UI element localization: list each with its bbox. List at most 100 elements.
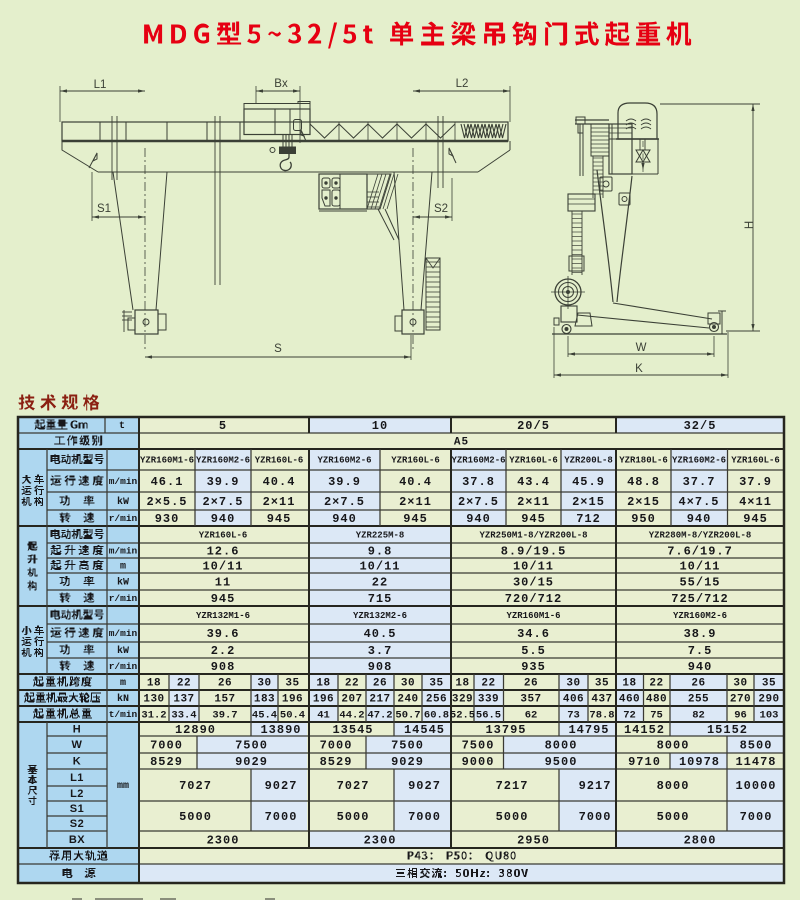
svg-text:9029: 9029 (391, 755, 424, 769)
svg-text:183: 183 (254, 694, 275, 706)
svg-text:45.4: 45.4 (252, 709, 277, 721)
svg-text:L2: L2 (456, 78, 469, 90)
svg-text:18: 18 (455, 678, 469, 690)
svg-text:940: 940 (211, 512, 236, 526)
svg-text:7.6/19.7: 7.6/19.7 (667, 544, 733, 558)
svg-text:22: 22 (177, 678, 191, 690)
svg-text:39.6: 39.6 (207, 627, 240, 641)
svg-text:mm: mm (117, 781, 129, 792)
svg-text:196: 196 (313, 694, 334, 706)
svg-text:S1: S1 (97, 203, 111, 215)
svg-text:945: 945 (267, 512, 292, 526)
svg-text:YZR250M1-8/YZR200L-8: YZR250M1-8/YZR200L-8 (479, 530, 587, 540)
svg-text:BX: BX (69, 834, 85, 846)
svg-text:96: 96 (734, 709, 747, 721)
svg-text:YZR160M2-6: YZR160M2-6 (317, 455, 371, 465)
svg-text:9.8: 9.8 (368, 544, 393, 558)
svg-text:39.9: 39.9 (328, 475, 361, 489)
svg-text:73: 73 (567, 709, 580, 721)
svg-text:39.9: 39.9 (207, 475, 240, 489)
svg-text:207: 207 (341, 694, 362, 706)
svg-text:7027: 7027 (179, 779, 212, 793)
svg-text:kN: kN (117, 693, 129, 705)
svg-text:30: 30 (257, 678, 271, 690)
svg-text:m: m (120, 678, 126, 689)
svg-text:14545: 14545 (404, 723, 445, 737)
svg-text:7000: 7000 (408, 810, 441, 824)
svg-text:r/min: r/min (109, 593, 138, 604)
svg-text:18: 18 (147, 678, 161, 690)
svg-text:7000: 7000 (150, 738, 183, 752)
svg-text:15152: 15152 (707, 723, 748, 737)
svg-text:YZR200L-8: YZR200L-8 (564, 455, 613, 465)
svg-text:940: 940 (688, 660, 713, 674)
svg-text:5.5: 5.5 (521, 644, 546, 658)
svg-text:30: 30 (733, 678, 747, 690)
svg-text:K: K (635, 363, 643, 375)
svg-text:7000: 7000 (320, 738, 353, 752)
svg-text:7000: 7000 (579, 810, 612, 824)
svg-text:YZR180L-6: YZR180L-6 (619, 455, 668, 465)
svg-text:50.7: 50.7 (395, 709, 420, 721)
svg-text:5000: 5000 (179, 810, 212, 824)
svg-text:37.7: 37.7 (683, 475, 716, 489)
svg-text:YZR160M2-6: YZR160M2-6 (196, 455, 250, 465)
svg-text:4×11: 4×11 (739, 495, 772, 509)
svg-text:t/min: t/min (109, 709, 138, 720)
svg-text:2300: 2300 (364, 833, 397, 847)
svg-text:9710: 9710 (628, 755, 661, 769)
svg-text:945: 945 (521, 512, 546, 526)
svg-text:40.4: 40.4 (263, 475, 296, 489)
svg-text:9500: 9500 (545, 755, 578, 769)
svg-text:406: 406 (563, 694, 584, 706)
svg-text:34.6: 34.6 (517, 627, 550, 641)
svg-text:130: 130 (143, 694, 164, 706)
svg-text:2×11: 2×11 (263, 495, 296, 509)
svg-text:908: 908 (368, 660, 393, 674)
svg-text:7500: 7500 (391, 738, 424, 752)
svg-text:2×5.5: 2×5.5 (146, 495, 187, 509)
svg-text:26: 26 (373, 678, 387, 690)
svg-text:YZR160M2-6: YZR160M2-6 (672, 455, 726, 465)
svg-text:40.5: 40.5 (364, 627, 397, 641)
svg-text:7000: 7000 (740, 810, 773, 824)
svg-text:240: 240 (397, 694, 418, 706)
svg-text:940: 940 (466, 512, 491, 526)
svg-text:715: 715 (368, 592, 393, 606)
svg-text:2×7.5: 2×7.5 (324, 495, 365, 509)
svg-text:357: 357 (520, 694, 541, 706)
svg-text:217: 217 (369, 694, 390, 706)
svg-text:YZR160L-6: YZR160L-6 (199, 530, 248, 540)
svg-text:22: 22 (481, 678, 495, 690)
svg-text:78.8: 78.8 (589, 709, 614, 721)
svg-text:9027: 9027 (408, 779, 441, 793)
svg-text:S: S (274, 343, 282, 355)
svg-text:8500: 8500 (740, 738, 773, 752)
svg-text:L2: L2 (70, 788, 84, 800)
svg-text:255: 255 (688, 694, 709, 706)
svg-text:K: K (73, 756, 81, 768)
svg-text:37.8: 37.8 (462, 475, 495, 489)
svg-text:m/min: m/min (109, 546, 138, 557)
svg-text:2×11: 2×11 (517, 495, 550, 509)
svg-text:33.4: 33.4 (171, 709, 196, 721)
svg-text:720/712: 720/712 (505, 592, 562, 606)
svg-text:32/5: 32/5 (684, 419, 717, 433)
svg-text:m/min: m/min (109, 628, 138, 639)
svg-text:35: 35 (429, 678, 443, 690)
svg-text:S1: S1 (70, 803, 84, 815)
svg-text:50.4: 50.4 (280, 709, 305, 721)
svg-text:2300: 2300 (207, 833, 240, 847)
svg-text:35: 35 (595, 678, 609, 690)
svg-text:t: t (119, 421, 125, 432)
svg-text:55/15: 55/15 (679, 575, 720, 589)
svg-text:5000: 5000 (657, 810, 690, 824)
svg-text:YZR160L-6: YZR160L-6 (255, 455, 304, 465)
svg-text:196: 196 (282, 694, 303, 706)
svg-text:10/11: 10/11 (202, 559, 243, 573)
svg-text:13795: 13795 (485, 723, 526, 737)
svg-text:45.9: 45.9 (572, 475, 605, 489)
svg-text:14795: 14795 (568, 723, 609, 737)
svg-text:41: 41 (317, 709, 330, 721)
svg-text:14152: 14152 (624, 723, 665, 737)
